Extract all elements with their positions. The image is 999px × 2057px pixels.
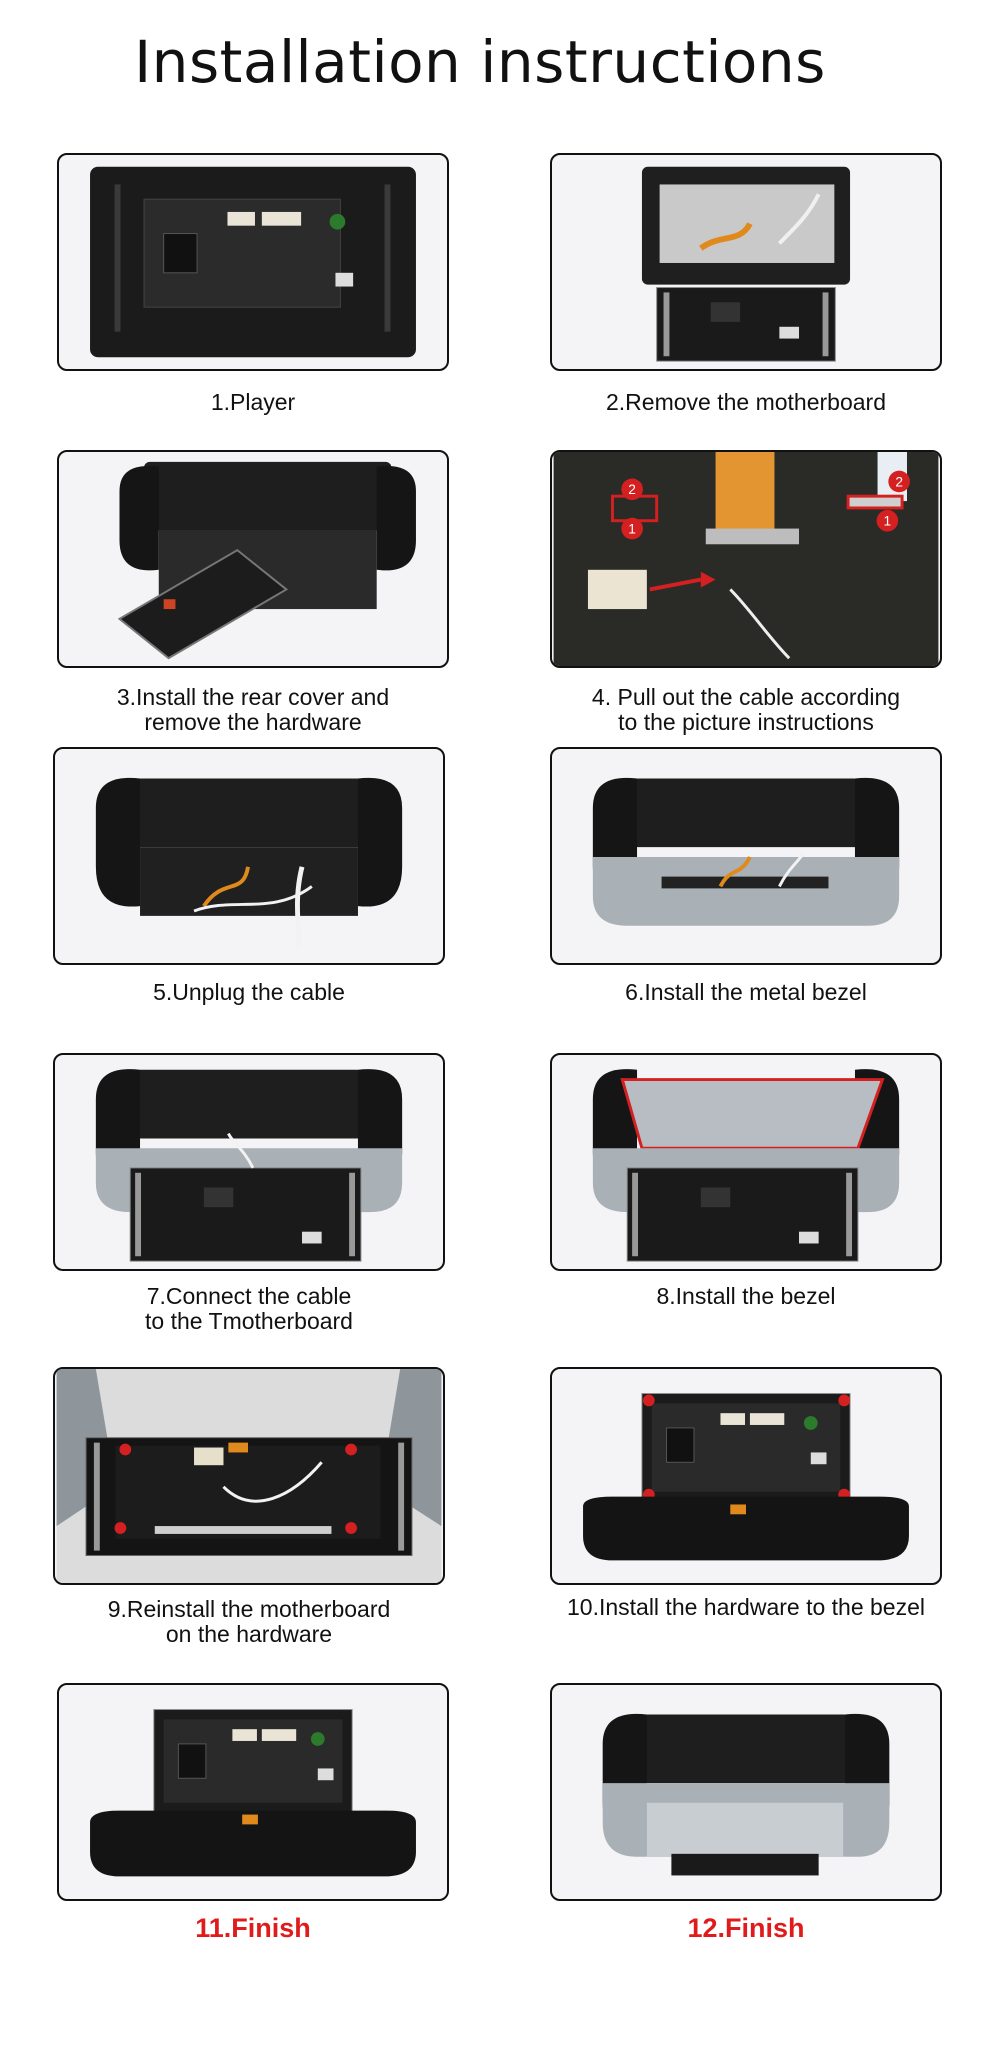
page-title: Installation instructions	[134, 28, 826, 96]
caption-line: 6.Install the metal bezel	[625, 979, 867, 1005]
step-11-photo	[57, 1683, 449, 1901]
callout-number: 1	[884, 514, 892, 529]
unplug-cable-icon	[95, 777, 403, 952]
step-6-photo	[550, 747, 942, 965]
step-5-caption: 5.Unplug the cable	[14, 980, 484, 1005]
caption-line: 8.Install the bezel	[656, 1283, 836, 1309]
step-6-caption: 6.Install the metal bezel	[511, 980, 981, 1005]
caption-line: 7.Connect the cable	[146, 1283, 352, 1309]
caption-line: 10.Install the hardware to the bezel	[566, 1594, 925, 1620]
step-10-photo	[550, 1367, 942, 1585]
caption-line: 1.Player	[210, 389, 296, 415]
step-9-photo	[53, 1367, 445, 1585]
caption-line: 11.Finish	[195, 1913, 311, 1943]
callout-number: 2	[628, 482, 636, 497]
caption-line: on the hardware	[165, 1621, 333, 1647]
step-12-caption: 12.Finish	[511, 1913, 981, 1943]
caption-line: remove the hardware	[144, 709, 362, 735]
step-7-caption: 7.Connect the cable to the Tmotherboard	[14, 1284, 484, 1334]
step-3-photo	[57, 450, 449, 668]
finish-front-icon	[90, 1709, 416, 1877]
reinstall-motherboard-icon	[56, 1369, 442, 1583]
step-8-photo	[550, 1053, 942, 1271]
step-7-photo	[53, 1053, 445, 1271]
finish-rear-icon	[602, 1713, 890, 1876]
install-bezel-icon	[592, 1069, 900, 1262]
caption-line: to the picture instructions	[618, 709, 874, 735]
connect-cable-icon	[95, 1069, 403, 1262]
caption-line: to the Tmotherboard	[145, 1308, 353, 1334]
caption-line: 3.Install the rear cover and	[116, 684, 390, 710]
cable-closeup-icon: 1 2 1 2	[553, 452, 939, 666]
caption-line: 9.Reinstall the motherboard	[107, 1596, 391, 1622]
step-1-photo	[57, 153, 449, 371]
step-11-caption: 11.Finish	[18, 1913, 488, 1943]
caption-line: 12.Finish	[687, 1913, 805, 1943]
step-1-caption: 1.Player	[18, 390, 488, 415]
caption-line: 2.Remove the motherboard	[606, 389, 886, 415]
caption-line: 4. Pull out the cable according	[591, 684, 901, 710]
step-3-caption: 3.Install the rear cover and remove the …	[18, 685, 488, 735]
step-5-photo	[53, 747, 445, 965]
rear-cover-icon	[117, 461, 416, 660]
step-2-caption: 2.Remove the motherboard	[511, 390, 981, 415]
metal-bezel-icon	[592, 777, 900, 926]
hardware-to-bezel-icon	[583, 1393, 909, 1561]
motherboard-removed-icon	[641, 166, 851, 362]
step-12-photo	[550, 1683, 942, 1901]
step-4-photo: 1 2 1 2	[550, 450, 942, 668]
callout-number: 1	[628, 521, 636, 536]
step-4-caption: 4. Pull out the cable according to the p…	[511, 685, 981, 735]
step-2-photo	[550, 153, 942, 371]
car-stereo-back-icon	[90, 166, 416, 358]
step-10-caption: 10.Install the hardware to the bezel	[511, 1595, 981, 1620]
caption-line: 5.Unplug the cable	[153, 979, 345, 1005]
step-8-caption: 8.Install the bezel	[511, 1284, 981, 1309]
step-9-caption: 9.Reinstall the motherboard on the hardw…	[14, 1597, 484, 1647]
callout-number: 2	[895, 474, 903, 489]
